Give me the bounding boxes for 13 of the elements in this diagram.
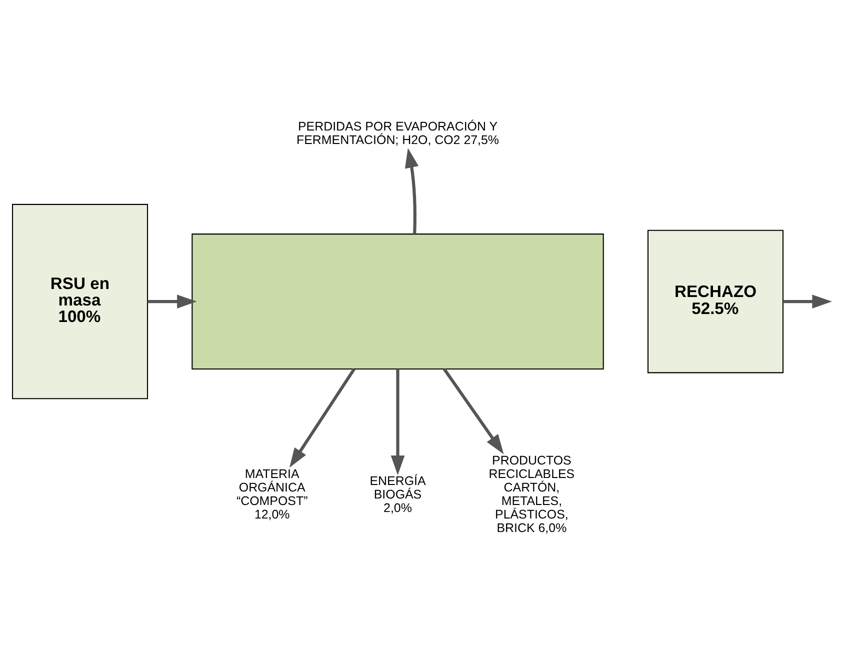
node-box: RECHAZO 52.5% <box>647 230 784 374</box>
arrow <box>404 148 419 234</box>
node-text: ENERGÍA BIOGÁS 2,0% <box>370 474 426 515</box>
arrow <box>148 294 197 308</box>
node-box <box>192 234 604 370</box>
arrow <box>783 294 832 308</box>
arrow <box>390 369 405 476</box>
node-text: PERDIDAS POR EVAPORACIÓN Y FERMENTACIÓN; H2O, CO2 27,5% <box>296 119 500 147</box>
arrow <box>289 368 356 468</box>
arrow <box>442 368 504 454</box>
node-text: PRODUCTOS RECICLABLES CARTÓN, METALES, PLÁSTICOS, BRICK 6,0% <box>488 454 575 536</box>
node-box: RSU en masa 100% <box>12 204 148 400</box>
node-text: MATERIA ORGÁNICA “COMPOST” 12,0% <box>236 467 308 522</box>
